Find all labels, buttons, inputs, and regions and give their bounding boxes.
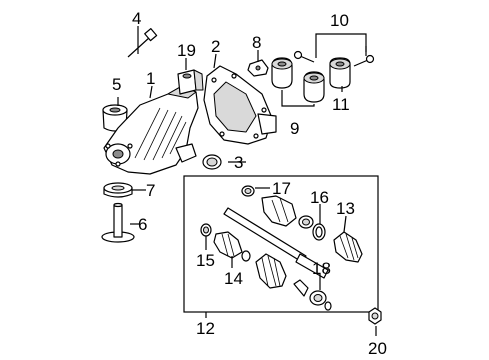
bushing-part-11[interactable]: [329, 57, 351, 89]
bolt-part-4[interactable]: [127, 27, 158, 58]
callout-labels: 4 1 19 2 8 10 5 9 11 3 7 6 17 16 13 15 1…: [112, 9, 387, 358]
nut-part-20[interactable]: [368, 307, 382, 325]
callout-3: 3: [234, 153, 243, 172]
callout-10: 10: [330, 11, 349, 30]
sleeve-part-6[interactable]: [101, 202, 135, 243]
bolt-part-10-left[interactable]: [293, 50, 315, 63]
callout-4: 4: [132, 9, 141, 28]
callout-19: 19: [177, 41, 196, 60]
cv-joint-outer[interactable]: [293, 279, 309, 297]
bolt-part-10-right[interactable]: [353, 54, 375, 67]
callout-9: 9: [290, 119, 299, 138]
callout-8: 8: [252, 33, 261, 52]
callout-17: 17: [272, 179, 291, 198]
differential-cover-part-2[interactable]: [203, 65, 277, 145]
callout-11: 11: [332, 95, 350, 114]
seal-part-3[interactable]: [202, 154, 222, 170]
leader-part-9: [281, 90, 315, 107]
callout-12: 12: [196, 319, 215, 338]
clamp-part-17[interactable]: [241, 185, 255, 197]
washer-part-7[interactable]: [103, 182, 133, 198]
mount-block-part-19[interactable]: [177, 69, 204, 95]
cv-joint-lower[interactable]: [255, 253, 287, 289]
callout-15: 15: [196, 251, 215, 270]
clamp-part-15[interactable]: [200, 223, 212, 237]
callout-16: 16: [310, 188, 329, 207]
callout-20: 20: [368, 339, 387, 358]
cv-joint-upper[interactable]: [261, 195, 297, 227]
ring-part-18b[interactable]: [324, 301, 332, 311]
callout-13: 13: [336, 199, 355, 218]
seal-part-18[interactable]: [309, 290, 327, 306]
clip-part-8[interactable]: [247, 59, 269, 77]
callout-2: 2: [211, 37, 220, 56]
axle-shaft[interactable]: [223, 207, 329, 279]
differential-housing-part-1[interactable]: [103, 85, 199, 175]
ring-part-16b[interactable]: [312, 223, 326, 241]
leader-part-10: [315, 33, 367, 52]
ring-part-14b[interactable]: [241, 250, 251, 262]
callout-14: 14: [224, 269, 243, 288]
boot-part-13[interactable]: [333, 231, 363, 263]
callout-18: 18: [312, 259, 331, 278]
seal-part-16[interactable]: [298, 215, 314, 229]
boot-part-14[interactable]: [213, 231, 243, 259]
callout-5: 5: [112, 75, 121, 94]
leader-lines: [117, 26, 377, 336]
callout-7: 7: [146, 181, 155, 200]
axle-assembly-box-part-12: [183, 175, 379, 313]
callout-1: 1: [146, 69, 155, 88]
callout-6: 6: [138, 215, 147, 234]
bushing-part-9-upper[interactable]: [271, 57, 293, 89]
bushing-part-9-lower[interactable]: [303, 71, 325, 103]
